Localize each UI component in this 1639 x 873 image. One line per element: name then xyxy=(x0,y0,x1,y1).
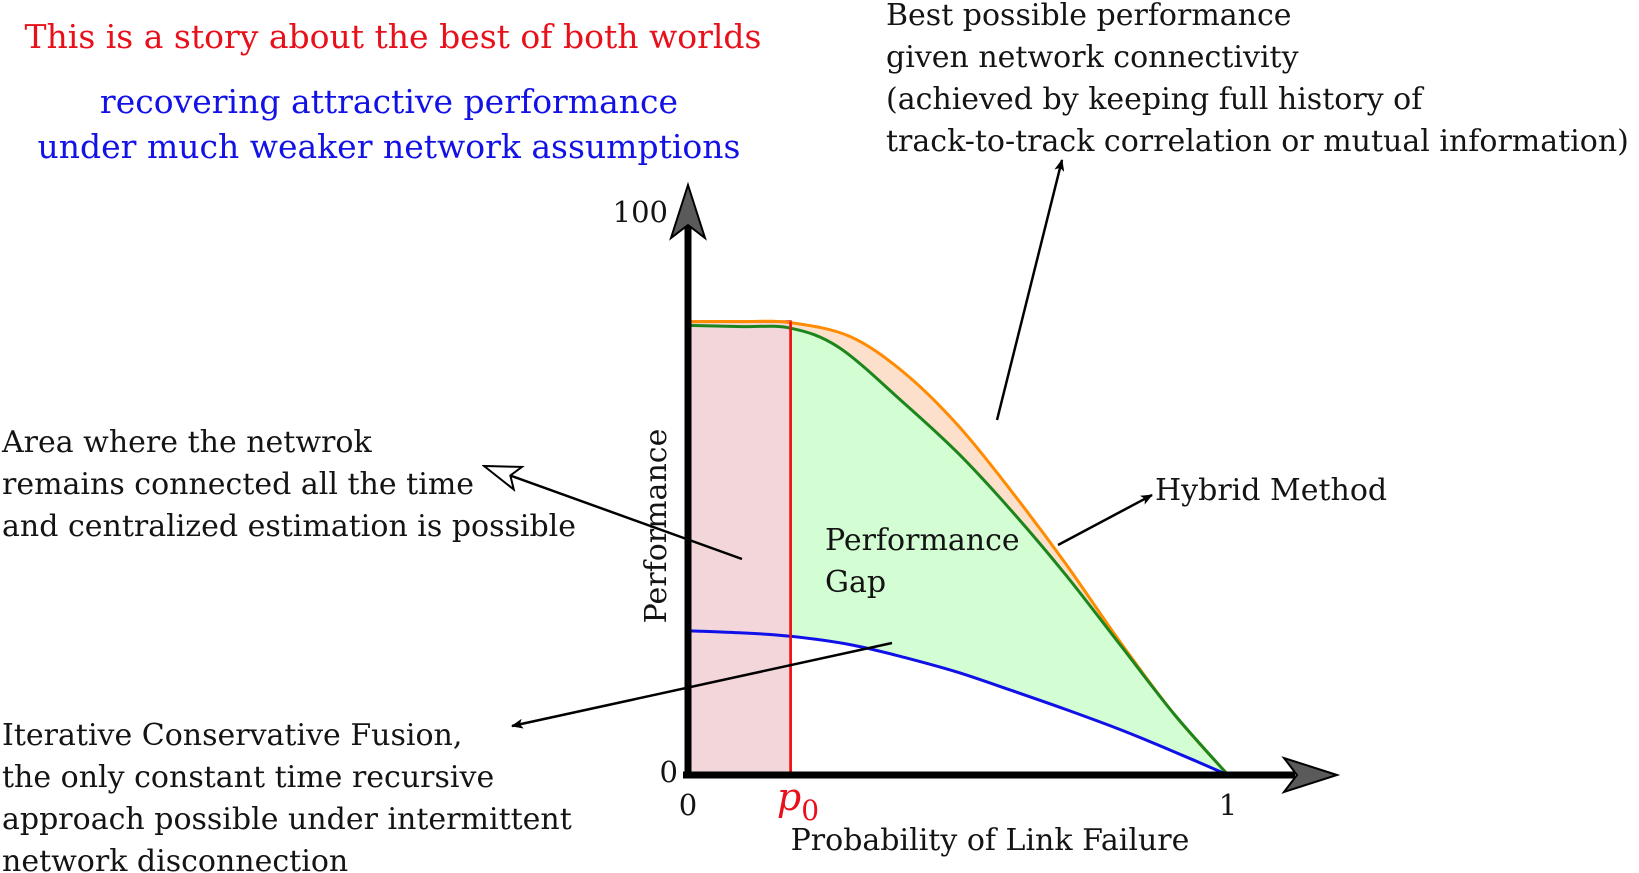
icf-annotation-arrow xyxy=(511,641,893,729)
connected-area-region xyxy=(686,320,792,777)
y-axis-arrowhead xyxy=(669,181,707,241)
subheadline-line-2: under much weaker network assumptions xyxy=(38,127,741,166)
performance-gap-label-line-1: Performance xyxy=(825,523,1020,558)
x-axis-label: Probability of Link Failure xyxy=(791,823,1190,858)
iterative-conservative-fusion-curve xyxy=(687,629,1229,777)
p0-marker-label: p0 xyxy=(777,775,819,827)
best-annotation-arrow xyxy=(995,159,1065,421)
performance-gap-label: Performance Gap xyxy=(825,523,1029,600)
subheadline-line-1: recovering attractive performance xyxy=(100,82,678,121)
performance-gap-region xyxy=(688,325,1228,775)
connected-area-annotation: Area where the netwrok remains connected… xyxy=(1,425,576,544)
x-tick-label-1: 1 xyxy=(1219,788,1237,822)
performance-gap-label-line-2: Gap xyxy=(825,565,886,600)
x-tick-label-0: 0 xyxy=(679,788,697,822)
x-axis-arrowhead xyxy=(1281,756,1341,794)
hybrid-method-curve xyxy=(687,323,1230,776)
best-curve-annotation: Best possible performance given network … xyxy=(886,0,1629,159)
headline-text: This is a story about the best of both w… xyxy=(25,17,762,56)
y-tick-label-0: 0 xyxy=(660,755,678,789)
y-tick-label-100: 100 xyxy=(613,195,668,229)
icf-curve-annotation: Iterative Conservative Fusion, the only … xyxy=(2,718,581,873)
hybrid-method-annotation: Hybrid Method xyxy=(1155,473,1387,508)
hybrid-annotation-arrow xyxy=(1057,493,1153,547)
y-axis-label: Performance xyxy=(639,429,674,624)
connected-area-annotation-arrow xyxy=(484,464,743,561)
